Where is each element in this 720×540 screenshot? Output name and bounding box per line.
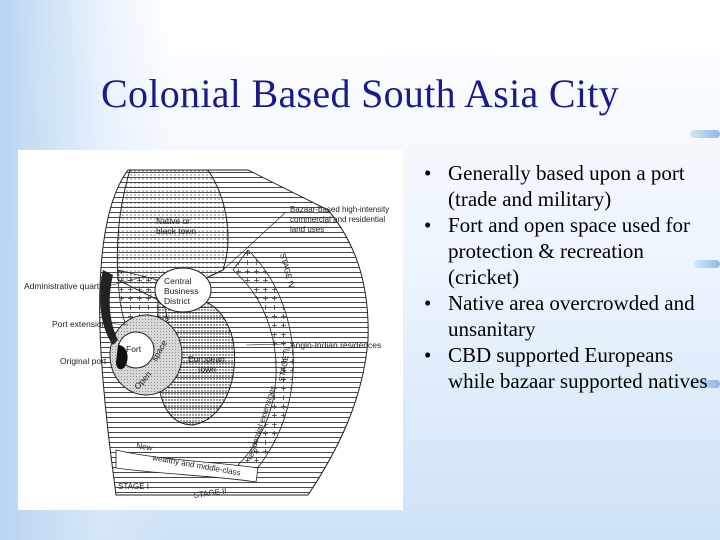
original-port-region: [116, 345, 128, 370]
label-cbd-1: Central: [164, 276, 192, 286]
cbd-region: [154, 267, 212, 313]
bullet-text: Fort and open space used for protection …: [448, 213, 691, 289]
bullet-text: Generally based upon a port (trade and m…: [448, 161, 685, 211]
bullet-text: Native area overcrowded and unsanitary: [448, 291, 695, 341]
bullet-item: • Generally based upon a port (trade and …: [418, 160, 708, 212]
bullet-dot: •: [424, 213, 432, 237]
slide-title: Colonial Based South Asia City: [101, 71, 619, 116]
bullet-item: • Native area overcrowded and unsanitary: [418, 290, 708, 342]
decorative-bars: [660, 120, 720, 420]
bullet-item: • CBD supported Europeans while bazaar su…: [418, 342, 708, 394]
label-european-2: town: [198, 364, 216, 374]
decorative-bar: [690, 130, 720, 138]
label-native-2: black town: [156, 226, 196, 236]
leader-lines: [105, 211, 287, 362]
label-bazaar-2: commercial and residential: [290, 215, 385, 224]
label-bazaar-3: land uses: [290, 225, 324, 234]
label-anglo-indian: Anglo-Indian residences: [290, 340, 381, 350]
diagram-svg: Native or black town Bazaar-based high-i…: [24, 169, 389, 500]
new-wealthy-band: [115, 449, 259, 483]
decorative-bar: [688, 380, 720, 388]
bullet-item: • Fort and open space used for protection…: [418, 212, 708, 290]
bullet-dot: •: [424, 161, 432, 185]
decorative-bar: [694, 260, 720, 268]
label-european: European: [188, 354, 225, 364]
label-fort: Fort: [126, 344, 142, 354]
label-admin: Administrative quarters: [24, 281, 111, 291]
label-original-port: Original port: [60, 356, 107, 366]
label-new: New: [136, 441, 154, 453]
bullet-dot: •: [424, 291, 432, 315]
port-extension-region: [100, 270, 118, 345]
bullet-text: CBD supported Europeans while bazaar sup…: [448, 343, 708, 393]
label-stage-i: STAGE I: [118, 482, 149, 491]
label-native: Native or: [156, 216, 190, 226]
bullet-list: • Generally based upon a port (trade and …: [418, 160, 708, 394]
label-cbd-3: District: [164, 296, 191, 306]
label-cbd-2: Business: [164, 286, 199, 296]
label-bazaar: Bazaar-based high-intensity: [290, 205, 389, 214]
label-port-extension: Port extension: [52, 319, 107, 329]
bullet-dot: •: [424, 343, 432, 367]
colonial-city-diagram: Native or black town Bazaar-based high-i…: [18, 150, 403, 510]
